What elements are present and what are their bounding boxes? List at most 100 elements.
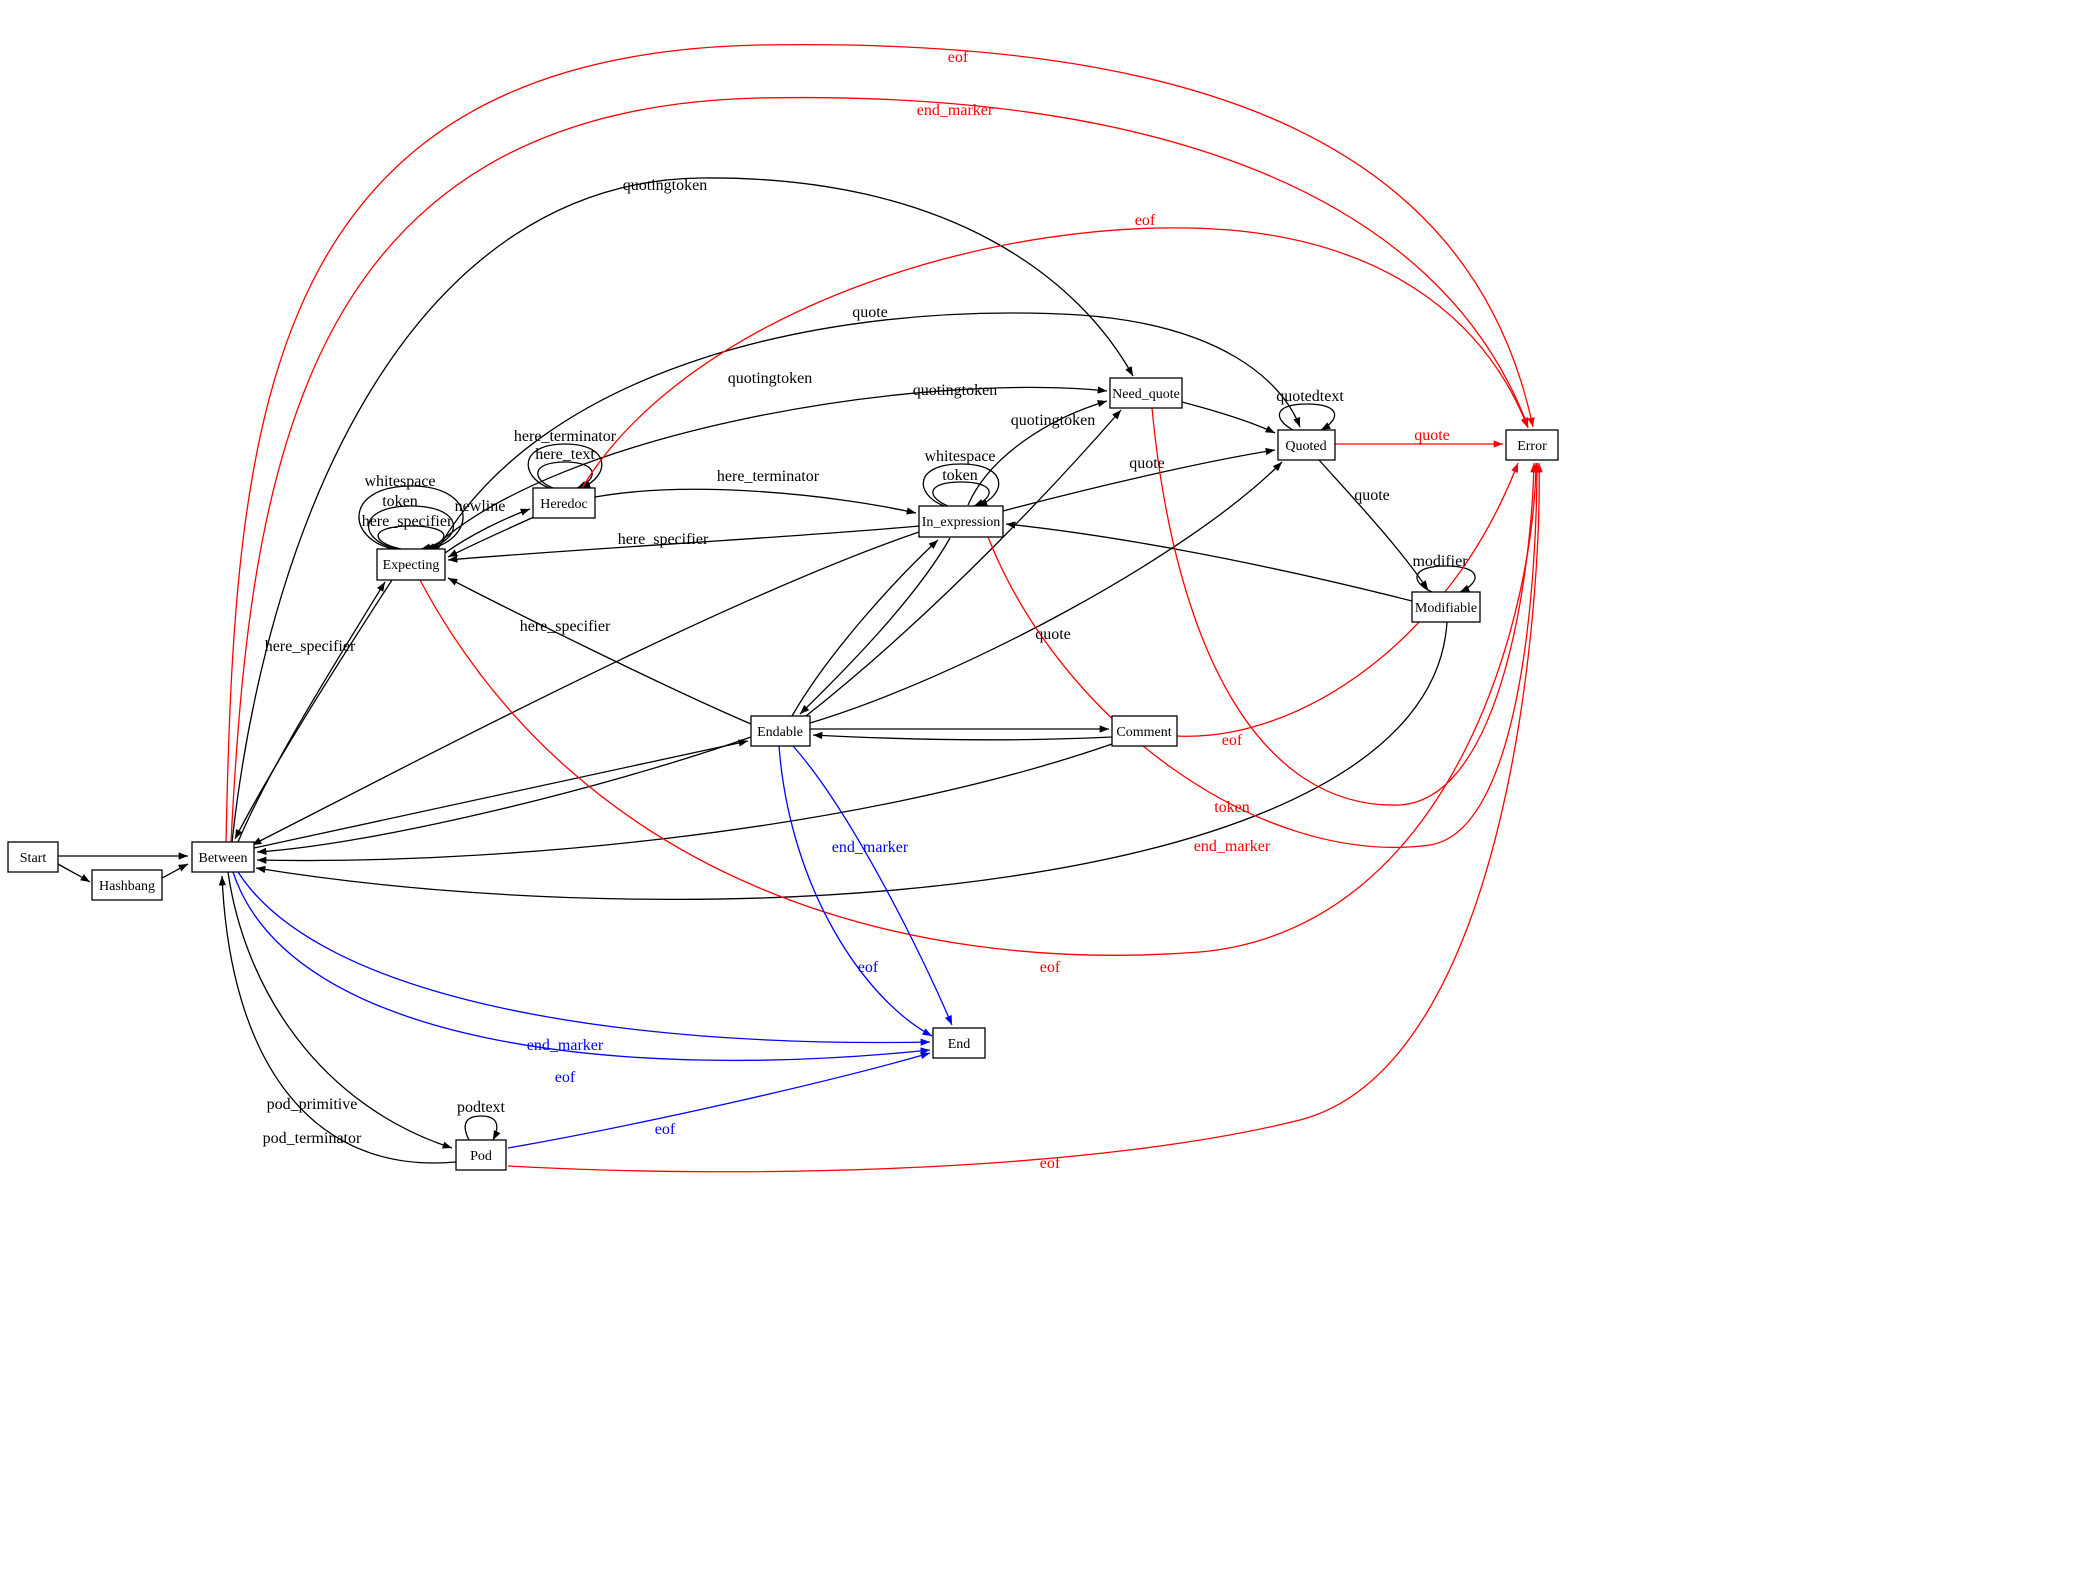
edge-needquote-quoted <box>1181 401 1276 434</box>
node-between-box <box>191 841 255 873</box>
node-error-box <box>1505 429 1559 461</box>
node-quoted: Quoted <box>1277 429 1336 461</box>
node-in-expression-box <box>918 505 1004 538</box>
edge-inexpression-self-token <box>932 481 990 507</box>
edge-hashbang-between <box>161 863 189 879</box>
edge-label-eof: eof <box>1040 959 1061 976</box>
edge-heredoc-self-heretext <box>537 461 593 489</box>
edge-label-eof: eof <box>555 1069 576 1086</box>
edge-label-modifier: modifier <box>1412 553 1468 570</box>
node-pod-label: Pod <box>470 1149 492 1164</box>
edge-endable-between <box>256 736 752 856</box>
edge-inexpression-error-endmarker <box>987 462 1541 848</box>
edge-label-pod-primitive: pod_primitive <box>267 1096 358 1113</box>
edge-expecting-quoted <box>437 312 1301 550</box>
edge-heredoc-error-eof <box>581 227 1529 489</box>
node-start-box <box>7 841 59 873</box>
edge-comment-between <box>256 743 1113 864</box>
edge-inexpression-quoted <box>1002 447 1276 512</box>
edge-label-here-specifier: here_specifier <box>362 513 453 530</box>
node-pod: Pod <box>455 1139 507 1171</box>
edge-label-quote: quote <box>1035 626 1071 643</box>
edge-label-pod-terminator: pod_terminator <box>263 1130 362 1147</box>
edge-between-pod <box>227 871 453 1149</box>
edge-expecting-self-token <box>368 505 454 551</box>
node-comment: Comment <box>1111 715 1178 747</box>
node-expecting-label: Expecting <box>383 558 440 573</box>
edge-label-eof: eof <box>655 1121 676 1138</box>
edge-between-end-eof <box>232 871 931 1062</box>
edge-expecting-error-eof <box>419 462 1540 956</box>
node-start: Start <box>7 841 59 873</box>
edge-endable-needquote <box>805 409 1122 717</box>
node-modifiable: Modifiable <box>1411 591 1481 623</box>
edge-endable-end-endmarker <box>792 745 953 1026</box>
node-heredoc: Heredoc <box>532 487 596 519</box>
node-in-expression: In_expression <box>918 505 1004 538</box>
edge-label-eof: eof <box>858 959 879 976</box>
node-endable-label: Endable <box>757 725 803 740</box>
node-end-label: End <box>948 1037 971 1052</box>
edge-endable-inexpression <box>791 539 939 717</box>
edge-quoted-modifiable <box>1318 459 1429 591</box>
node-expecting: Expecting <box>376 548 446 581</box>
edge-label-whitespace: whitespace <box>924 448 995 465</box>
node-modifiable-box <box>1411 591 1481 623</box>
edge-quoted-self <box>1278 403 1336 431</box>
node-comment-label: Comment <box>1116 725 1171 740</box>
edge-label-eof: eof <box>1222 732 1243 749</box>
edge-label-here-specifier: here_specifier <box>520 618 611 635</box>
node-error-label: Error <box>1517 439 1547 454</box>
edge-comment-error-eof <box>1176 462 1519 737</box>
edge-needquote-error-token <box>1151 407 1538 806</box>
edge-label-quotingtoken: quotingtoken <box>728 370 812 387</box>
edge-expecting-needquote <box>431 386 1108 550</box>
node-pod-box <box>455 1139 507 1171</box>
edge-heredoc-inexpression <box>594 488 917 515</box>
edge-pod-end-eof <box>507 1052 931 1149</box>
edge-labels: here_specifier pod_primitive pod_termina… <box>263 49 1469 1172</box>
node-hashbang: Hashbang <box>91 869 163 901</box>
edge-label-token: token <box>382 493 418 510</box>
edge-between-end-endmarker <box>237 871 931 1046</box>
edge-label-here-terminator: here_terminator <box>717 468 820 485</box>
edge-expecting-self-whitespace <box>358 485 464 551</box>
edge-between-error-eof <box>225 43 1535 843</box>
node-hashbang-label: Hashbang <box>99 879 155 894</box>
edge-label-whitespace: whitespace <box>364 473 435 490</box>
edge-heredoc-self-hereterminator <box>527 443 603 489</box>
node-need-quote-box <box>1109 377 1183 409</box>
edge-label-quote: quote <box>852 304 888 321</box>
edge-label-eof: eof <box>1040 1155 1061 1172</box>
edge-inexpression-self-whitespace <box>922 463 1000 507</box>
edge-pod-self <box>464 1115 501 1141</box>
edge-label-quotedtext: quotedtext <box>1276 388 1344 405</box>
node-in-expression-label: In_expression <box>922 515 1001 530</box>
edge-modifiable-self <box>1416 565 1476 593</box>
edge-label-quotingtoken: quotingtoken <box>1011 412 1095 429</box>
node-start-label: Start <box>20 851 47 866</box>
edge-label-here-terminator: here_terminator <box>514 428 617 445</box>
edge-label-end-marker: end_marker <box>917 102 994 119</box>
edge-heredoc-expecting <box>447 516 535 558</box>
node-between-label: Between <box>199 851 248 866</box>
node-end: End <box>932 1027 986 1059</box>
edge-label-quote: quote <box>1414 427 1450 444</box>
edge-between-endable <box>253 739 749 849</box>
node-endable-box <box>750 715 811 747</box>
edge-endable-end-eof <box>778 745 933 1037</box>
node-heredoc-box <box>532 487 596 519</box>
node-need-quote-label: Need_quote <box>1112 387 1180 402</box>
edges <box>57 43 1543 1173</box>
edge-inexpression-expecting <box>447 525 920 563</box>
edge-label-quotingtoken: quotingtoken <box>623 177 707 194</box>
edge-endable-quoted <box>809 461 1283 724</box>
edge-comment-endable <box>812 731 1113 741</box>
edge-label-quote: quote <box>1129 455 1165 472</box>
edge-label-here-text: here_text <box>535 446 595 463</box>
edge-endable-expecting <box>447 577 752 725</box>
edge-label-end-marker: end_marker <box>1194 838 1271 855</box>
node-comment-box <box>1111 715 1178 747</box>
node-expecting-box <box>376 548 446 581</box>
